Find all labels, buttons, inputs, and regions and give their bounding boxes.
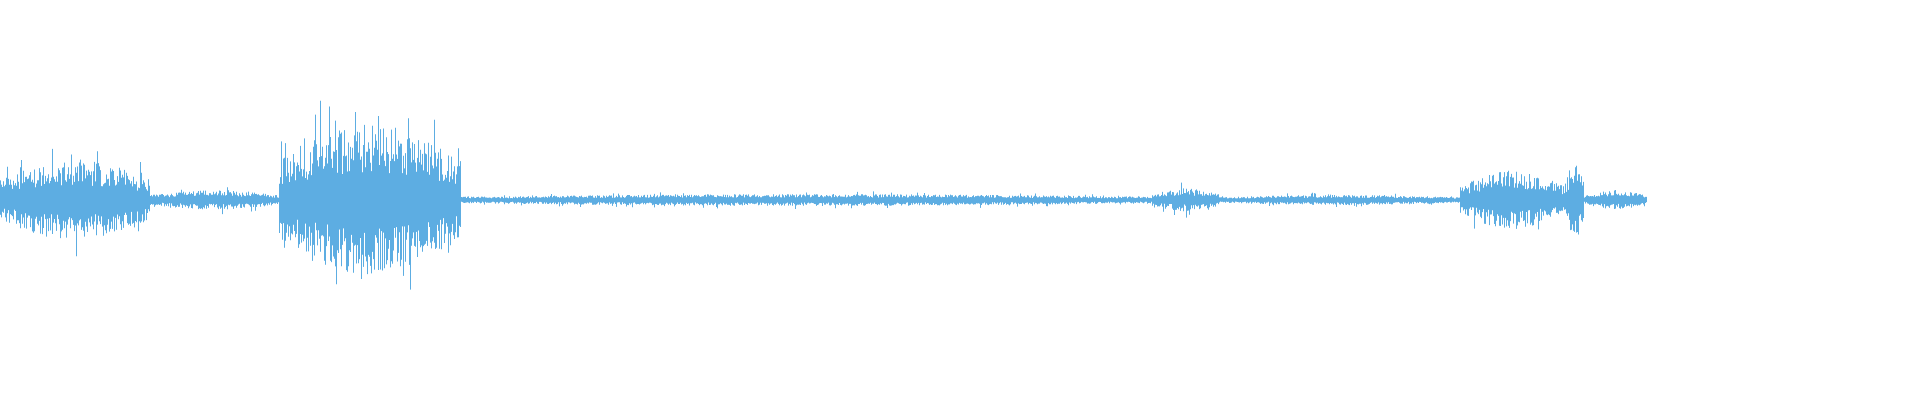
waveform-bars — [0, 100, 1647, 290]
waveform-path — [0, 100, 1647, 290]
